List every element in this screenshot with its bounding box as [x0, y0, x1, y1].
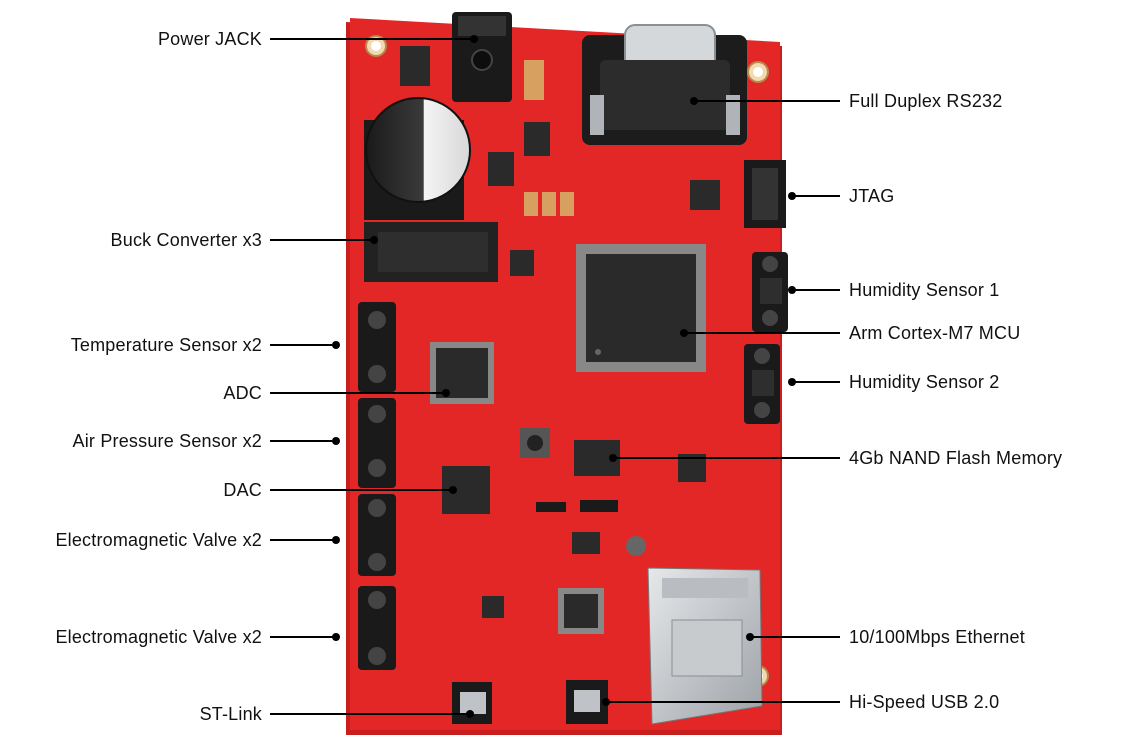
- dot-valve-2: [332, 633, 340, 641]
- jtag-header: [744, 160, 786, 228]
- label-temperature-sensor: Temperature Sensor x2: [70, 335, 262, 355]
- humidity-sensor-2-connector: [744, 344, 780, 424]
- label-valve-1: Electromagnetic Valve x2: [55, 530, 262, 550]
- label-rs232: Full Duplex RS232: [849, 91, 1003, 111]
- misc-chips: [482, 428, 706, 634]
- humidity-sensor-1-connector: [752, 252, 788, 332]
- regulator-chips: [400, 46, 720, 276]
- mcu-chip: [576, 244, 706, 372]
- dot-jtag: [788, 192, 796, 200]
- dot-humidity-1: [788, 286, 796, 294]
- dot-buck-converter: [370, 236, 378, 244]
- label-adc: ADC: [223, 383, 262, 403]
- dot-ethernet: [746, 633, 754, 641]
- label-dac: DAC: [223, 480, 262, 500]
- valve-connector-2: [358, 586, 396, 670]
- label-ethernet: 10/100Mbps Ethernet: [849, 627, 1025, 647]
- label-air-pressure: Air Pressure Sensor x2: [72, 431, 262, 451]
- left-connectors: [358, 302, 396, 670]
- st-link-usb-connector: [452, 682, 492, 724]
- label-humidity-1: Humidity Sensor 1: [849, 280, 1000, 300]
- label-mcu: Arm Cortex-M7 MCU: [849, 323, 1021, 343]
- valve-connector-1: [358, 494, 396, 576]
- dot-humidity-2: [788, 378, 796, 386]
- label-nand: 4Gb NAND Flash Memory: [849, 448, 1063, 468]
- dot-adc: [442, 389, 450, 397]
- dot-st-link: [466, 710, 474, 718]
- temperature-sensor-connector: [358, 302, 396, 392]
- dot-nand: [609, 454, 617, 462]
- buck-converter-inductor: [364, 222, 498, 282]
- air-pressure-sensor-connector: [358, 398, 396, 488]
- electrolytic-capacitor: [364, 97, 471, 220]
- dot-power-jack: [470, 35, 478, 43]
- rs232-connector: [582, 24, 747, 145]
- label-st-link: ST-Link: [199, 704, 262, 724]
- leader-lines: [270, 38, 840, 715]
- usb-connector: [566, 680, 608, 724]
- dot-usb: [602, 698, 610, 706]
- label-humidity-2: Humidity Sensor 2: [849, 372, 1000, 392]
- ethernet-jack: [647, 567, 763, 725]
- label-usb: Hi-Speed USB 2.0: [849, 692, 1000, 712]
- label-valve-2: Electromagnetic Valve x2: [55, 627, 262, 647]
- dot-air-pressure: [332, 437, 340, 445]
- power-jack: [452, 12, 512, 102]
- dot-mcu: [680, 329, 688, 337]
- dot-rs232: [690, 97, 698, 105]
- label-buck-converter: Buck Converter x3: [110, 230, 262, 250]
- label-power-jack: Power JACK: [157, 29, 262, 49]
- dot-valve-1: [332, 536, 340, 544]
- dot-temperature-sensor: [332, 341, 340, 349]
- dot-dac: [449, 486, 457, 494]
- label-jtag: JTAG: [849, 186, 895, 206]
- adc-chip: [430, 342, 494, 404]
- leader-dots: [332, 35, 796, 718]
